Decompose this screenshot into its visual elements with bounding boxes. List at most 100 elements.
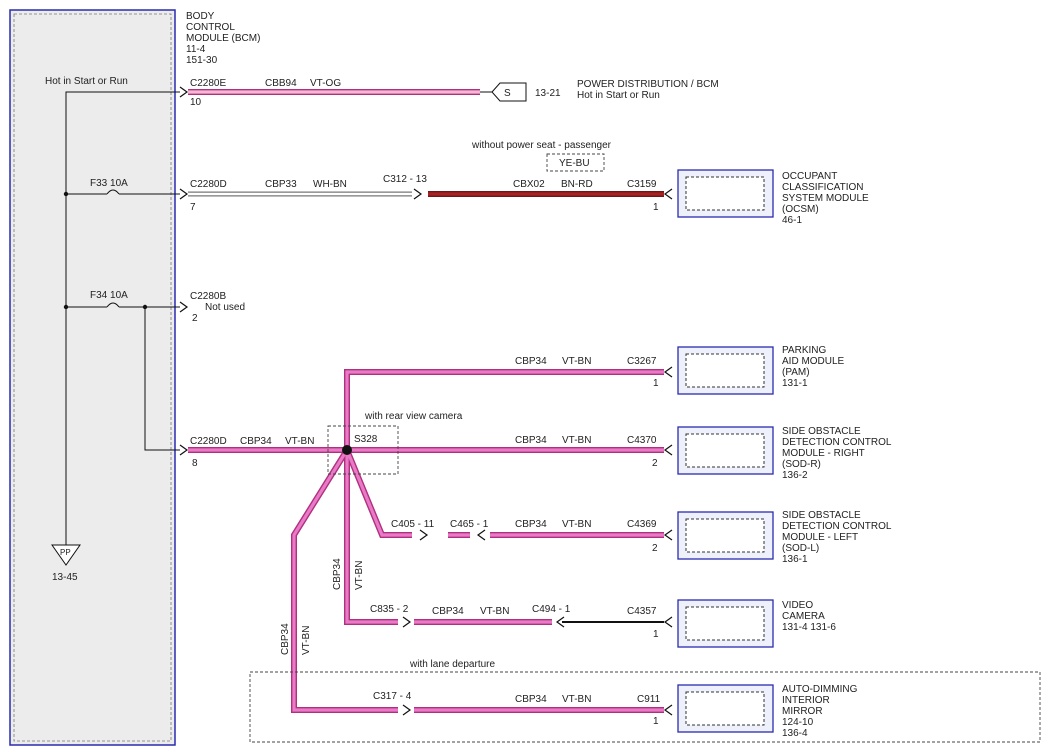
mirror-wire: CBP34: [515, 694, 547, 705]
c2280b-connector: C2280B: [190, 291, 226, 302]
sodl-wire: CBP34: [515, 519, 547, 530]
svg-text:131-4 131-6: 131-4 131-6: [782, 622, 836, 633]
svg-text:131-1: 131-1: [782, 378, 808, 389]
c312-inline: C312 - 13: [383, 174, 427, 185]
c3159-pin: 1: [653, 202, 659, 213]
cam-color: VT-BN: [480, 606, 509, 617]
ye-bu-color: YE-BU: [559, 158, 590, 169]
bcm-internal-wiring: Hot in Start or Run F33 10A F34 10A PP 1…: [45, 76, 180, 583]
pink-wire-network: [188, 369, 664, 713]
sodr-color: VT-BN: [562, 435, 591, 446]
vt-og-color: VT-OG: [310, 78, 341, 89]
svg-text:CLASSIFICATION: CLASSIFICATION: [782, 182, 864, 193]
c835-inline: C835 - 2: [370, 604, 409, 615]
svg-text:136-2: 136-2: [782, 470, 808, 481]
module-ocsm: OCCUPANT CLASSIFICATION SYSTEM MODULE (O…: [677, 169, 869, 226]
vertical-wire-cbp34-b: CBP34: [280, 623, 291, 655]
power-dist-sub: Hot in Start or Run: [577, 90, 660, 101]
fuse-f34: F34 10A: [90, 290, 128, 301]
svg-text:(SOD-R): (SOD-R): [782, 459, 821, 470]
cam-wire: CBP34: [432, 606, 464, 617]
pam-color: VT-BN: [562, 356, 591, 367]
c2280b-pin: 2: [192, 313, 198, 324]
svg-text:PP: PP: [60, 548, 71, 557]
ground-symbol: [51, 544, 81, 566]
svg-text:(PAM): (PAM): [782, 367, 810, 378]
c2280e-pin: 10: [190, 97, 202, 108]
svg-text:CONTROL: CONTROL: [186, 22, 235, 33]
c465-inline: C465 - 1: [450, 519, 489, 530]
svg-text:AID MODULE: AID MODULE: [782, 356, 845, 367]
module-auto-dimming-mirror: AUTO-DIMMING INTERIOR MIRROR 124-10 136-…: [677, 684, 858, 739]
c911-pin: 1: [653, 716, 659, 727]
c2280d-connector: C2280D: [190, 179, 227, 190]
power-dist-label: POWER DISTRIBUTION / BCM: [577, 79, 719, 90]
svg-text:136-1: 136-1: [782, 554, 808, 565]
svg-text:PARKING: PARKING: [782, 345, 826, 356]
svg-text:MODULE (BCM): MODULE (BCM): [186, 33, 260, 44]
lane-departure-note: with lane departure: [409, 659, 495, 670]
bcm-module: [9, 9, 176, 746]
splice-s328: [342, 445, 352, 455]
c4357-pin: 1: [653, 629, 659, 640]
rear-camera-note: with rear view camera: [364, 411, 463, 422]
cbp33-wire: CBP33: [265, 179, 297, 190]
rear-camera-option-box: [327, 425, 399, 475]
svg-text:11-4: 11-4: [186, 44, 206, 55]
svg-text:SIDE OBSTACLE: SIDE OBSTACLE: [782, 510, 861, 521]
circuit-ocsm: C2280D 7 CBP33 WH-BN C312 - 13 CBX02 BN-…: [179, 140, 673, 213]
ye-bu-option-box: [546, 153, 605, 172]
svg-text:INTERIOR: INTERIOR: [782, 695, 830, 706]
vt-bn-color-main: VT-BN: [285, 436, 314, 447]
svg-text:(SOD-L): (SOD-L): [782, 543, 819, 554]
wh-bn-color: WH-BN: [313, 179, 347, 190]
bcm-title: BODY CONTROL MODULE (BCM) 11-4 151-30: [186, 11, 260, 66]
c3267-connector: C3267: [627, 356, 657, 367]
fuse-f33: F33 10A: [90, 178, 128, 189]
c3159-connector: C3159: [627, 179, 657, 190]
c4357-connector: C4357: [627, 606, 657, 617]
lane-departure-option-box: [249, 671, 1041, 743]
cbp34-wire-main: CBP34: [240, 436, 272, 447]
svg-text:DETECTION CONTROL: DETECTION CONTROL: [782, 521, 892, 532]
pam-wire: CBP34: [515, 356, 547, 367]
module-video-camera: VIDEO CAMERA 131-4 131-6: [677, 599, 836, 648]
ground-ref: 13-45: [52, 572, 78, 583]
svg-text:S: S: [504, 88, 511, 99]
svg-text:SIDE OBSTACLE: SIDE OBSTACLE: [782, 426, 861, 437]
c2280d-pin7: 7: [190, 202, 196, 213]
c911-connector: C911: [637, 694, 661, 705]
pink-network-labels: C2280D 8 CBP34 VT-BN S328 with rear view…: [190, 356, 1041, 743]
svg-text:136-4: 136-4: [782, 728, 808, 739]
c2280e-connector: C2280E: [190, 78, 226, 89]
circuit-c2280b: C2280B 2 Not used: [179, 291, 245, 324]
svg-text:VIDEO: VIDEO: [782, 600, 813, 611]
bn-rd-color: BN-RD: [561, 179, 593, 190]
c317-inline: C317 - 4: [373, 691, 412, 702]
c4369-pin: 2: [652, 543, 658, 554]
svg-text:CAMERA: CAMERA: [782, 611, 825, 622]
sodl-color: VT-BN: [562, 519, 591, 530]
c3267-pin: 1: [653, 378, 659, 389]
svg-text:BODY: BODY: [186, 11, 215, 22]
pink-wire-connectors: [179, 366, 673, 716]
svg-text:SYSTEM MODULE: SYSTEM MODULE: [782, 193, 869, 204]
svg-text:MODULE - RIGHT: MODULE - RIGHT: [782, 448, 865, 459]
svg-text:124-10: 124-10: [782, 717, 814, 728]
power-ref: 13-21: [535, 88, 561, 99]
svg-text:46-1: 46-1: [782, 215, 802, 226]
module-sod-right: SIDE OBSTACLE DETECTION CONTROL MODULE -…: [677, 426, 892, 481]
module-pam: PARKING AID MODULE (PAM) 131-1: [677, 345, 845, 395]
c4370-pin: 2: [652, 458, 658, 469]
c2280d-pin8: 8: [192, 458, 198, 469]
svg-text:DETECTION CONTROL: DETECTION CONTROL: [782, 437, 892, 448]
s328-label: S328: [354, 434, 378, 445]
svg-text:AUTO-DIMMING: AUTO-DIMMING: [782, 684, 858, 695]
svg-text:MODULE - LEFT: MODULE - LEFT: [782, 532, 858, 543]
cbb94-wire: CBB94: [265, 78, 297, 89]
c4370-connector: C4370: [627, 435, 657, 446]
svg-text:(OCSM): (OCSM): [782, 204, 819, 215]
cbx02-wire: CBX02: [513, 179, 545, 190]
sodr-wire: CBP34: [515, 435, 547, 446]
